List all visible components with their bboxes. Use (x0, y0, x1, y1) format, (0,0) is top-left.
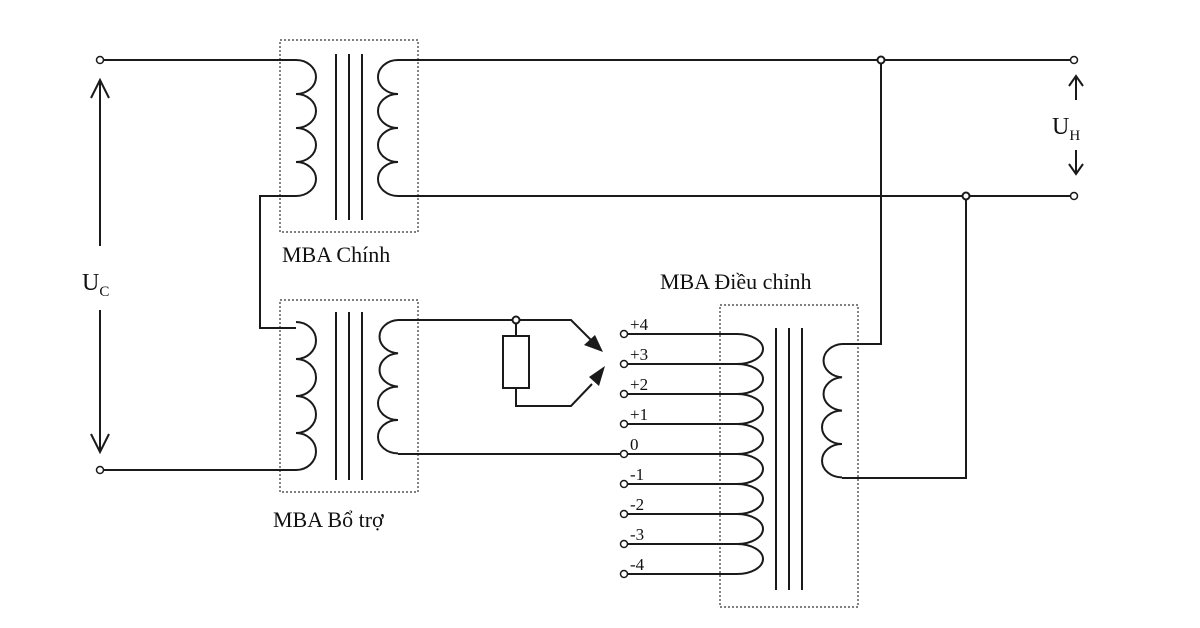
junction-dot-selector (511, 315, 521, 325)
auxiliary-transformer-secondary-coil (377, 319, 399, 455)
input-voltage-label: UC (82, 270, 109, 300)
tap-label: +1 (630, 405, 648, 424)
tap-label: +4 (630, 315, 649, 334)
main-transformer-label: MBA Chính (282, 242, 390, 267)
wiring (104, 59, 1070, 575)
output-voltage-arrow (1068, 74, 1084, 176)
transition-resistor (502, 335, 530, 389)
tap-label: -2 (630, 495, 644, 514)
terminals (95, 55, 1079, 579)
regulating-transformer-label: MBA Điều chỉnh (660, 269, 812, 294)
tap-label: +3 (630, 345, 648, 364)
tap-label: -4 (630, 555, 645, 574)
tap-selector (502, 319, 605, 407)
input-terminal-bottom (95, 465, 105, 475)
tap-label: +2 (630, 375, 648, 394)
auxiliary-transformer-primary-coil (295, 321, 317, 471)
junction-dot-lower (961, 191, 971, 201)
input-terminal-top (95, 55, 105, 65)
output-terminal-bottom (1069, 191, 1079, 201)
main-transformer-secondary-coil (377, 59, 399, 197)
junction-dot-upper (876, 55, 886, 65)
tap-label: 0 (630, 435, 639, 454)
main-transformer-core (335, 54, 363, 220)
regulating-transformer-tapped-coil (736, 333, 764, 575)
main-transformer-box (279, 39, 419, 233)
selector-arrow-lower (589, 366, 605, 386)
tap-label: -3 (630, 525, 644, 544)
regulating-transformer-secondary-coil (821, 343, 843, 479)
main-transformer-primary-coil (295, 59, 317, 197)
auxiliary-transformer-label: MBA Bổ trợ (273, 507, 384, 532)
selector-arrow-upper (584, 335, 603, 352)
regulating-transformer-box (719, 304, 859, 608)
tap-label: -1 (630, 465, 644, 484)
regulating-transformer-core (775, 328, 803, 590)
auxiliary-transformer-core (335, 312, 363, 480)
output-voltage-label: UH (1052, 114, 1080, 144)
output-terminal-top (1069, 55, 1079, 65)
tap-labels: +4 +3 +2 +1 0 -1 -2 -3 -4 (630, 315, 649, 574)
auxiliary-transformer-box (279, 299, 419, 493)
input-voltage-arrow (90, 77, 110, 455)
